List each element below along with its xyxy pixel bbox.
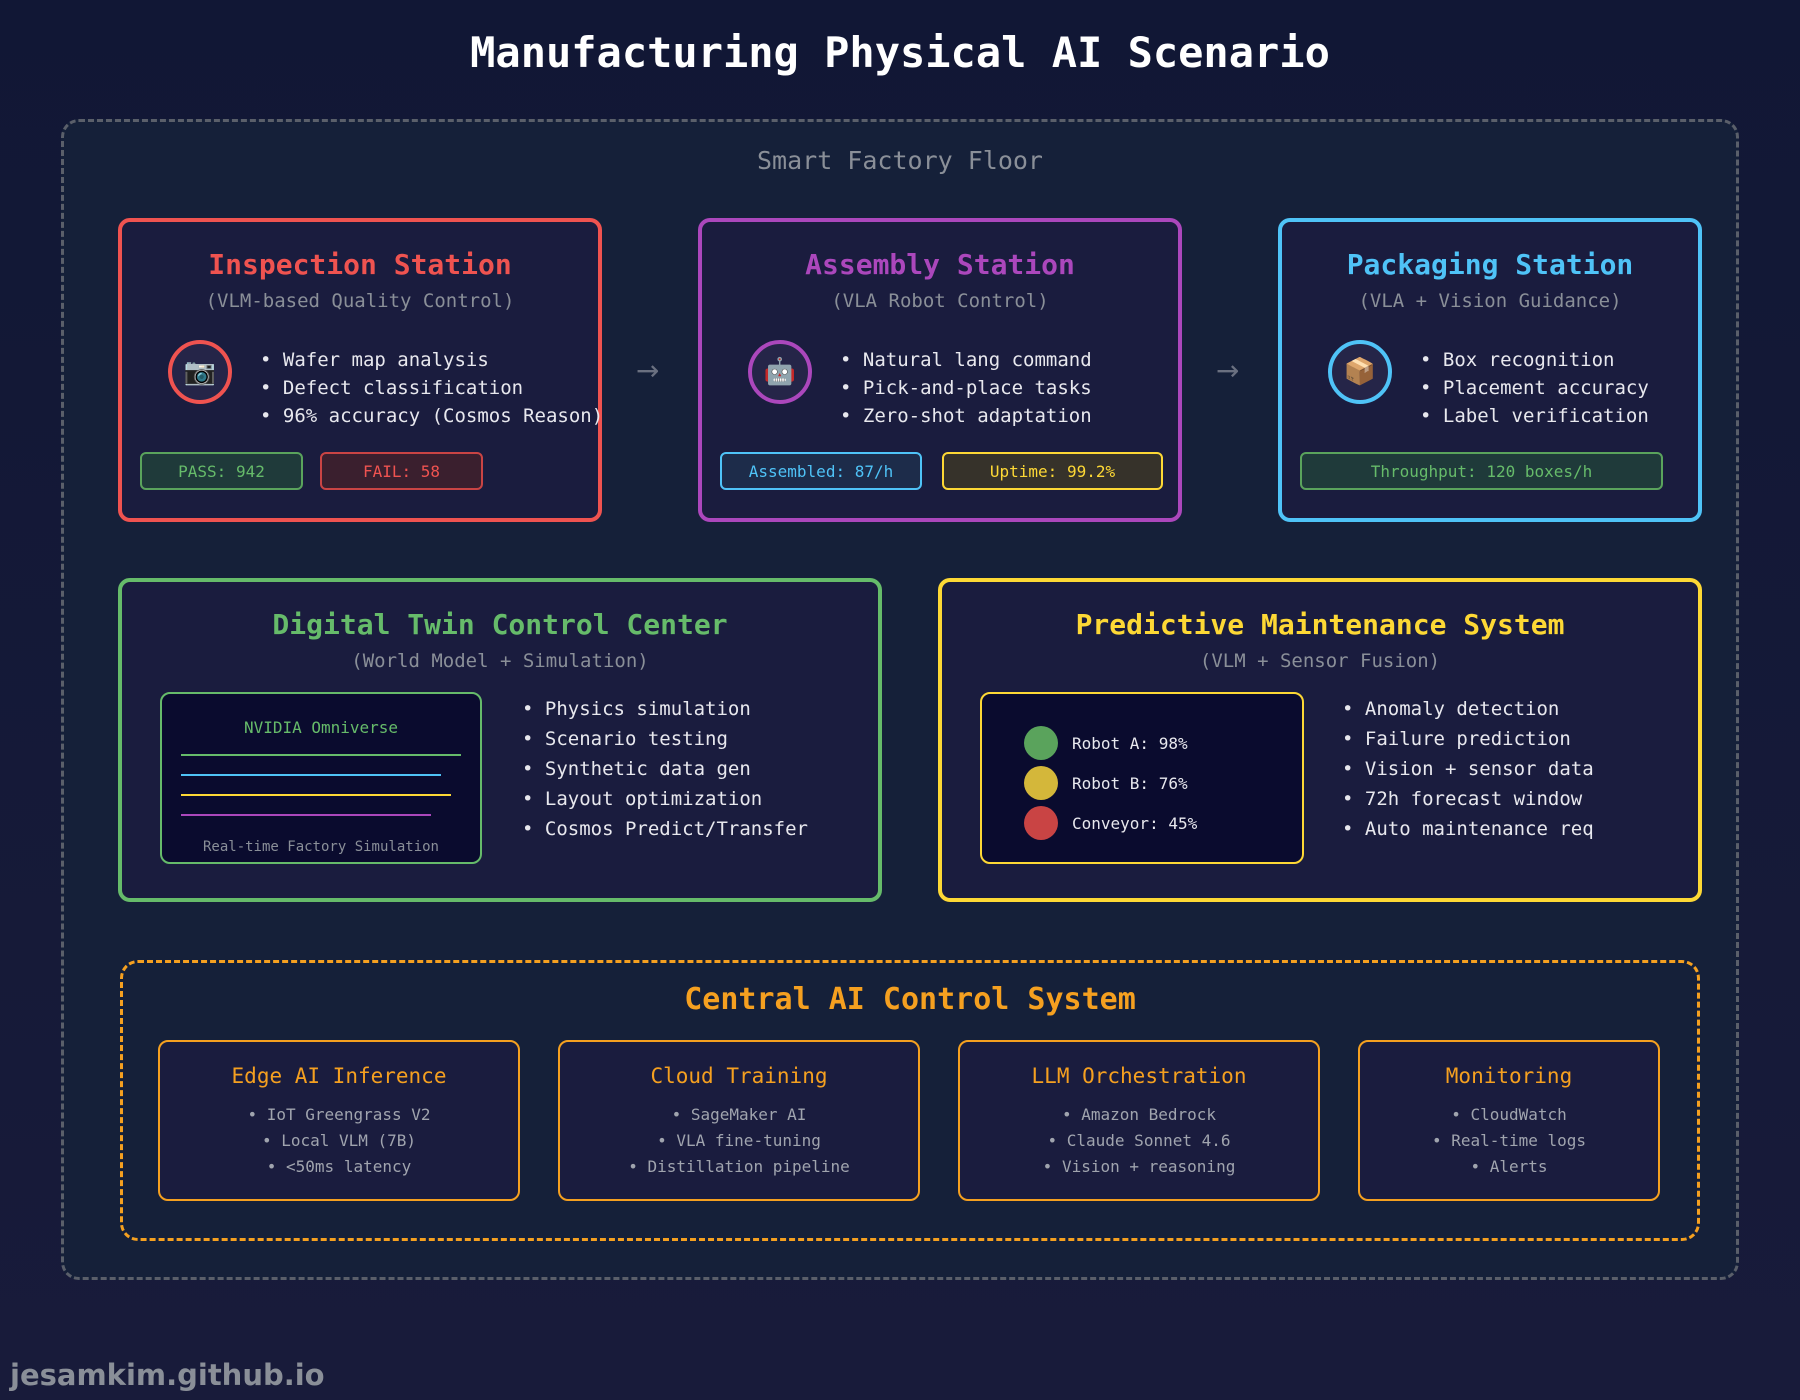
central-ai-control-frame (120, 960, 1700, 1241)
simulation-line (181, 774, 441, 776)
sub-card-item: <50ms latency (160, 1154, 518, 1180)
sub-card-item: Alerts (1360, 1154, 1658, 1180)
assembled-rate-badge: Assembled: 87/h (720, 452, 922, 490)
bullet-item: Scenario testing (522, 724, 808, 754)
bullet-item: Failure prediction (1342, 724, 1594, 754)
uptime-badge: Uptime: 99.2% (942, 452, 1163, 490)
status-dot-yellow (1024, 766, 1058, 800)
flow-arrow-icon: → (1216, 354, 1240, 387)
bullet-item: Label verification (1420, 402, 1649, 430)
status-dot-green (1024, 726, 1058, 760)
status-dot-red (1024, 806, 1058, 840)
factory-floor-label: Smart Factory Floor (757, 146, 1043, 175)
bullet-item: Cosmos Predict/Transfer (522, 814, 808, 844)
sub-card-item: Vision + reasoning (960, 1154, 1318, 1180)
predictive-maintenance-subtitle: (VLM + Sensor Fusion) (1199, 650, 1441, 672)
monitoring-card: Monitoring CloudWatch Real-time logs Ale… (1358, 1040, 1660, 1201)
assembly-station-title: Assembly Station (805, 248, 1075, 281)
robot-b-health: Robot B: 76% (1072, 774, 1188, 793)
equipment-health-panel: Robot A: 98% Robot B: 76% Conveyor: 45% (980, 692, 1304, 864)
omniverse-panel-title: NVIDIA Omniverse (243, 718, 399, 737)
sub-card-item: Claude Sonnet 4.6 (960, 1128, 1318, 1154)
packaging-station-card: Packaging Station (VLA + Vision Guidance… (1278, 218, 1702, 522)
llm-orchestration-card: LLM Orchestration Amazon Bedrock Claude … (958, 1040, 1320, 1201)
sub-card-item: Local VLM (7B) (160, 1128, 518, 1154)
bullet-item: Synthetic data gen (522, 754, 808, 784)
inspection-station-subtitle: (VLM-based Quality Control) (205, 290, 515, 312)
bullet-item: Auto maintenance req (1342, 814, 1594, 844)
predictive-maintenance-title: Predictive Maintenance System (1075, 608, 1565, 641)
sub-card-title: Monitoring (1445, 1064, 1573, 1088)
bullet-item: 96% accuracy (Cosmos Reason) (260, 402, 603, 430)
sub-card-item: Real-time logs (1360, 1128, 1658, 1154)
bullet-item: Placement accuracy (1420, 374, 1649, 402)
site-watermark: jesamkim.github.io (10, 1358, 325, 1392)
inspection-station-card: Inspection Station (VLM-based Quality Co… (118, 218, 603, 522)
sub-card-item: Distillation pipeline (560, 1154, 918, 1180)
omniverse-panel-caption: Real-time Factory Simulation (202, 839, 439, 855)
throughput-badge: Throughput: 120 boxes/h (1300, 452, 1663, 490)
sub-card-item: SageMaker AI (560, 1102, 918, 1128)
bullet-item: Defect classification (260, 374, 603, 402)
bullet-item: Box recognition (1420, 346, 1649, 374)
page-title: Manufacturing Physical AI Scenario (470, 28, 1330, 77)
bullet-item: Layout optimization (522, 784, 808, 814)
camera-icon: 📷 (168, 340, 232, 404)
digital-twin-subtitle: (World Model + Simulation) (351, 650, 649, 672)
package-icon: 📦 (1328, 340, 1392, 404)
flow-arrow-icon: → (636, 354, 660, 387)
sub-card-item: Amazon Bedrock (960, 1102, 1318, 1128)
pass-count-badge: PASS: 942 (140, 452, 303, 490)
bullet-item: Anomaly detection (1342, 694, 1594, 724)
sub-card-title: Edge AI Inference (231, 1064, 447, 1088)
sub-card-title: Cloud Training (650, 1064, 828, 1088)
sub-card-item: CloudWatch (1360, 1102, 1658, 1128)
bullet-item: Wafer map analysis (260, 346, 603, 374)
bullet-item: Vision + sensor data (1342, 754, 1594, 784)
packaging-station-subtitle: (VLA + Vision Guidance) (1358, 290, 1622, 312)
cloud-training-card: Cloud Training SageMaker AI VLA fine-tun… (558, 1040, 920, 1201)
digital-twin-title: Digital Twin Control Center (272, 608, 728, 641)
packaging-station-title: Packaging Station (1346, 248, 1634, 281)
fail-count-badge: FAIL: 58 (320, 452, 483, 490)
assembly-station-subtitle: (VLA Robot Control) (831, 290, 1049, 312)
predictive-maintenance-card: Predictive Maintenance System (VLM + Sen… (938, 578, 1702, 902)
bullet-item: Physics simulation (522, 694, 808, 724)
sub-card-item: VLA fine-tuning (560, 1128, 918, 1154)
bullet-item: Zero-shot adaptation (840, 402, 1092, 430)
bullet-item: Natural lang command (840, 346, 1092, 374)
robot-a-health: Robot A: 98% (1072, 734, 1188, 753)
simulation-line (181, 794, 451, 796)
conveyor-health: Conveyor: 45% (1072, 814, 1198, 833)
edge-ai-inference-card: Edge AI Inference IoT Greengrass V2 Loca… (158, 1040, 520, 1201)
simulation-line (181, 754, 461, 756)
sub-card-item: IoT Greengrass V2 (160, 1102, 518, 1128)
assembly-station-card: Assembly Station (VLA Robot Control) 🤖 N… (698, 218, 1182, 522)
central-ai-control-title: Central AI Control System (684, 982, 1136, 1017)
digital-twin-card: Digital Twin Control Center (World Model… (118, 578, 882, 902)
sub-card-title: LLM Orchestration (1031, 1064, 1247, 1088)
robot-icon: 🤖 (748, 340, 812, 404)
simulation-line (181, 814, 431, 816)
bullet-item: Pick-and-place tasks (840, 374, 1092, 402)
omniverse-panel: NVIDIA Omniverse Real-time Factory Simul… (160, 692, 482, 864)
inspection-station-title: Inspection Station (208, 248, 512, 281)
bullet-item: 72h forecast window (1342, 784, 1594, 814)
